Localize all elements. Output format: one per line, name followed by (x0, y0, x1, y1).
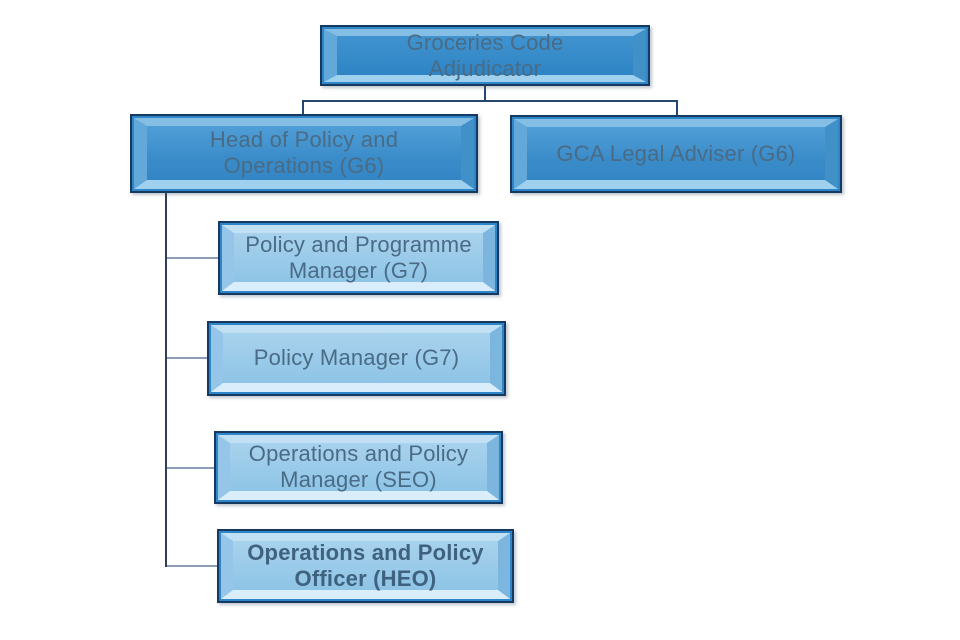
node-label: Head of Policy and Operations (G6) (210, 127, 398, 178)
node-label: GCA Legal Adviser (G6) (556, 141, 795, 167)
label-line: Officer (HEO) (294, 565, 437, 591)
label-line: Groceries Code (406, 29, 564, 55)
connector-elbow-opo (167, 565, 217, 567)
org-node-groceries-code-adjudicator: Groceries Code Adjudicator (320, 25, 650, 86)
connector-legal-stub (676, 100, 678, 116)
label-line: Adjudicator (428, 55, 542, 81)
node-label: Policy and Programme Manager (G7) (245, 232, 472, 283)
org-node-gca-legal-adviser: GCA Legal Adviser (G6) (510, 115, 842, 193)
node-bevel: GCA Legal Adviser (G6) (514, 119, 838, 189)
label-line: Operations and Policy (247, 539, 484, 565)
node-face: Operations and Policy Manager (SEO) (230, 441, 487, 492)
node-bevel: Operations and Policy Officer (HEO) (221, 533, 510, 599)
label-line: Manager (SEO) (280, 467, 437, 492)
node-bevel: Groceries Code Adjudicator (324, 29, 646, 82)
label-line: Head of Policy and (209, 127, 399, 153)
label-line: GCA Legal Adviser (G6) (556, 140, 796, 166)
node-label: Groceries Code Adjudicator (407, 30, 564, 81)
label-line: Manager (G7) (288, 257, 429, 283)
connector-root-stub (484, 86, 486, 102)
org-node-policy-and-programme-manager: Policy and Programme Manager (G7) (218, 221, 499, 295)
label-line: Policy and Programme (245, 231, 472, 257)
node-face: GCA Legal Adviser (G6) (527, 127, 825, 180)
node-face: Policy Manager (G7) (223, 333, 490, 383)
connector-head-stub (302, 100, 304, 115)
node-bevel: Operations and Policy Manager (SEO) (218, 435, 499, 500)
connector-elbow-ppm (167, 257, 218, 259)
connector-elbow-opm (167, 467, 214, 469)
node-face: Operations and Policy Officer (HEO) (233, 540, 498, 591)
label-line: Policy Manager (G7) (253, 345, 460, 371)
label-line: Operations (G6) (223, 153, 385, 178)
node-bevel: Head of Policy and Operations (G6) (134, 118, 474, 189)
node-label: Policy Manager (G7) (254, 345, 460, 371)
connector-level2-crossbar (302, 100, 678, 102)
label-line: Operations and Policy (248, 441, 469, 467)
node-face: Groceries Code Adjudicator (337, 30, 633, 81)
connector-trunk (165, 193, 167, 567)
node-label: Operations and Policy Officer (HEO) (247, 540, 483, 591)
org-node-head-of-policy-and-operations: Head of Policy and Operations (G6) (130, 114, 478, 193)
node-bevel: Policy and Programme Manager (G7) (222, 225, 495, 291)
org-node-policy-manager: Policy Manager (G7) (207, 321, 506, 396)
connector-elbow-pm (167, 357, 207, 359)
org-node-operations-and-policy-manager: Operations and Policy Manager (SEO) (214, 431, 503, 504)
node-label: Operations and Policy Manager (SEO) (249, 441, 468, 492)
node-face: Head of Policy and Operations (G6) (147, 126, 461, 180)
org-node-operations-and-policy-officer: Operations and Policy Officer (HEO) (217, 529, 514, 603)
node-bevel: Policy Manager (G7) (211, 325, 502, 392)
node-face: Policy and Programme Manager (G7) (234, 232, 483, 283)
